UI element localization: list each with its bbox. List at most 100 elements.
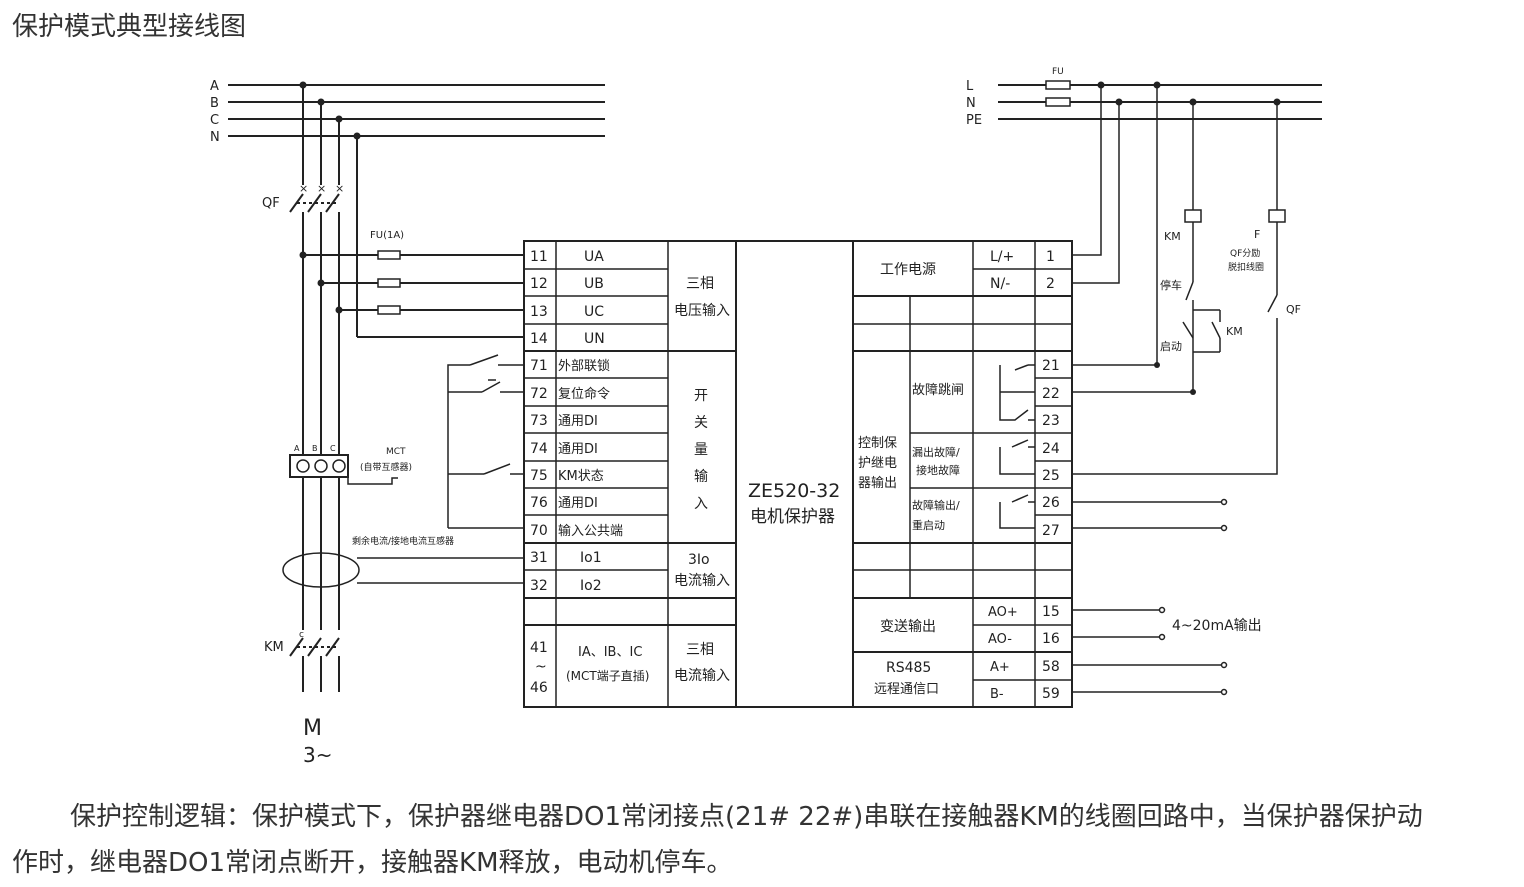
term-num: 31 [530,550,548,566]
group-switch: 关 [694,415,708,431]
diagram-heading: 保护模式典型接线图 [12,12,247,42]
term-name: UC [584,304,604,320]
motor-label: M [303,716,322,741]
relay-term: 22 [1042,386,1060,402]
rs485-label: RS485 [886,660,931,676]
bus-label-pe: PE [966,113,982,128]
power-num: 2 [1046,276,1055,292]
term-num: 74 [530,441,548,457]
mct-label: MCT [386,447,406,457]
svg-text:×: × [335,182,344,195]
rs485-label: 远程通信口 [874,682,939,697]
term-name: UN [584,331,605,347]
device-box [523,240,1073,708]
ct-terms: 41 [530,640,548,656]
device-name: ZE520-32 电机保护器 [748,480,840,527]
device-model: ZE520-32 [748,480,840,502]
fu-label: FU [1052,67,1064,77]
logic-paragraph: 保护控制逻辑：保护模式下，保护器继电器DO1常闭接点(21# 22#)串联在接触… [12,794,1512,886]
term-num: 73 [530,413,548,429]
term-name: 外部联锁 [558,358,610,374]
term-num: 13 [530,304,548,320]
term-name: KM状态 [558,469,604,484]
bus-label-n2: N [966,96,976,111]
power-sig: L/+ [990,249,1014,265]
stop-label: 停车 [1160,278,1182,292]
svg-text:×: × [299,182,308,195]
relay-term: 27 [1042,523,1060,539]
relay-group: 控制保 [858,436,897,451]
start-label: 启动 [1160,340,1182,353]
left-terminals: 11 UA 12 UB 13 UC 14 UN 71 外部联锁 72 复位命令 … [530,249,730,696]
qf-coil-label: QF分励 [1230,248,1260,259]
term-name: 复位命令 [558,386,610,402]
term-name: 通用DI [558,442,598,457]
bus-label-n: N [210,130,220,145]
term-num: 71 [530,358,548,374]
qf-label: QF [262,196,280,211]
relay-restart: 故障输出/ [912,498,960,512]
bus-label-b: B [210,96,219,111]
bus-label-c: C [210,113,219,128]
svg-text:ᴄ: ᴄ [299,630,304,640]
analog-num: 15 [1042,604,1060,620]
device-title: 电机保护器 [750,507,835,527]
f-coil-label: F [1254,228,1260,241]
relay-term: 21 [1042,358,1060,374]
relay-group: 器输出 [858,475,897,491]
relay-term: 24 [1042,441,1060,457]
relay-term: 23 [1042,413,1060,429]
relay-leak: 接地故障 [916,463,960,477]
rs485-sig: A+ [990,660,1010,675]
relay-term: 25 [1042,468,1060,484]
km-coil-label: KM [1164,230,1181,243]
fu1a-label: FU(1A) [370,230,404,241]
relay-group: 护继电 [858,456,897,471]
group-residual: 3Io [688,552,710,568]
di-wiring [447,354,524,529]
term-num: 75 [530,468,548,484]
group-switch: 入 [694,496,708,512]
logic-line-2: 作时，继电器DO1常闭点断开，接触器KM释放，电动机停车。 [12,848,733,878]
analog-sig: AO- [988,632,1012,647]
group-residual: 电流输入 [674,573,730,589]
logic-line-1: 保护控制逻辑：保护模式下，保护器继电器DO1常闭接点(21# 22#)串联在接触… [70,802,1423,832]
wiring-diagram: A B C N × × × QF FU(1 [210,67,1322,767]
term-num: 32 [530,578,548,594]
term-name: 输入公共端 [558,523,623,539]
ct-group: 电流输入 [674,668,730,684]
relay-fault-trip: 故障跳闸 [912,383,964,398]
rs485-sig: B- [990,687,1004,702]
term-num: 76 [530,495,548,511]
right-groups: 工作电源 L/+ 1 N/- 2 控制保 护继电 器输出 故障跳闸 漏出故障/ … [858,249,1060,702]
mct-b: B [312,444,318,453]
svg-text:×: × [317,182,326,195]
out-420-label: 4~20mA输出 [1172,618,1262,634]
term-name: 通用DI [558,496,598,511]
term-name: UA [584,249,604,265]
motor-sub-label: 3~ [303,743,332,767]
mct-c: C [330,444,336,453]
group-voltage: 电压输入 [674,303,730,319]
relay-leak: 漏出故障/ [912,445,960,459]
term-name: UB [584,276,604,292]
km-aux-label: KM [1226,325,1243,338]
term-name: 通用DI [558,414,598,429]
power-label: 工作电源 [880,262,936,278]
power-sig: N/- [990,276,1010,292]
power-num: 1 [1046,249,1055,265]
term-name: Io2 [580,578,602,594]
rs485-num: 58 [1042,659,1060,675]
term-num: 70 [530,523,548,539]
ct-terms: ~ [535,659,547,675]
analog-num: 16 [1042,631,1060,647]
main-circuit: × × × QF FU(1A) A B C MCT (自带互感器) [262,85,524,767]
residual-ct-label: 剩余电流/接地电流互感器 [352,535,454,547]
group-switch: 输 [694,469,708,485]
mct-a: A [294,444,300,453]
right-bus: L N PE FU KM F QF分励 脱扣线圈 QF 停车 [966,67,1322,696]
qf-aux-label: QF [1286,303,1301,316]
bus-label-a: A [210,79,219,94]
ct-desc: (MCT端子直插) [566,669,649,683]
relay-restart: 重启动 [912,518,945,532]
